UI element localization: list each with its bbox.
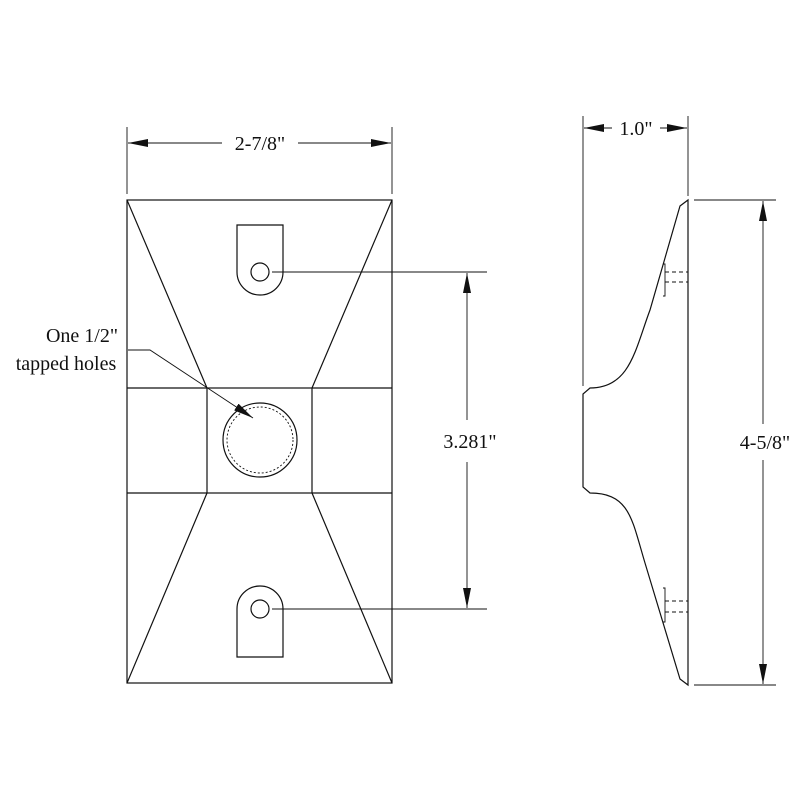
tapped-hole-outer (222, 402, 298, 478)
bevel-bottom-left (126, 492, 208, 684)
hole-spacing-label: 3.281" (443, 431, 496, 453)
callout-line-1: One 1/2" (46, 325, 118, 347)
top-mounting-lug (236, 224, 284, 296)
depth-dimension: 1.0" (582, 116, 689, 386)
front-outline (126, 199, 393, 684)
hole-spacing-dimension: 3.281" (272, 271, 497, 610)
width-label: 2-7/8" (235, 133, 285, 155)
bevel-bottom-right (311, 492, 393, 684)
top-hidden-thread (663, 263, 666, 297)
side-view (582, 198, 689, 687)
height-dimension: 4-5/8" (694, 199, 790, 686)
side-profile (582, 198, 689, 687)
bottom-hidden-thread (663, 587, 666, 623)
front-view (126, 199, 393, 684)
height-label: 4-5/8" (740, 432, 790, 454)
bottom-mounting-lug (236, 585, 284, 658)
bevel-top-right (311, 199, 393, 389)
width-dimension: 2-7/8" (126, 127, 393, 194)
callout-line-2: tapped holes (16, 353, 117, 375)
bottom-lug-hole (250, 599, 270, 619)
bevel-top-left (126, 199, 208, 389)
top-lug-hole (250, 262, 270, 282)
depth-label: 1.0" (619, 118, 652, 140)
tapped-holes-callout: One 1/2" tapped holes (16, 325, 254, 419)
callout-leader (128, 349, 254, 419)
center-boss (206, 387, 313, 494)
tapped-hole-thread (226, 406, 294, 474)
